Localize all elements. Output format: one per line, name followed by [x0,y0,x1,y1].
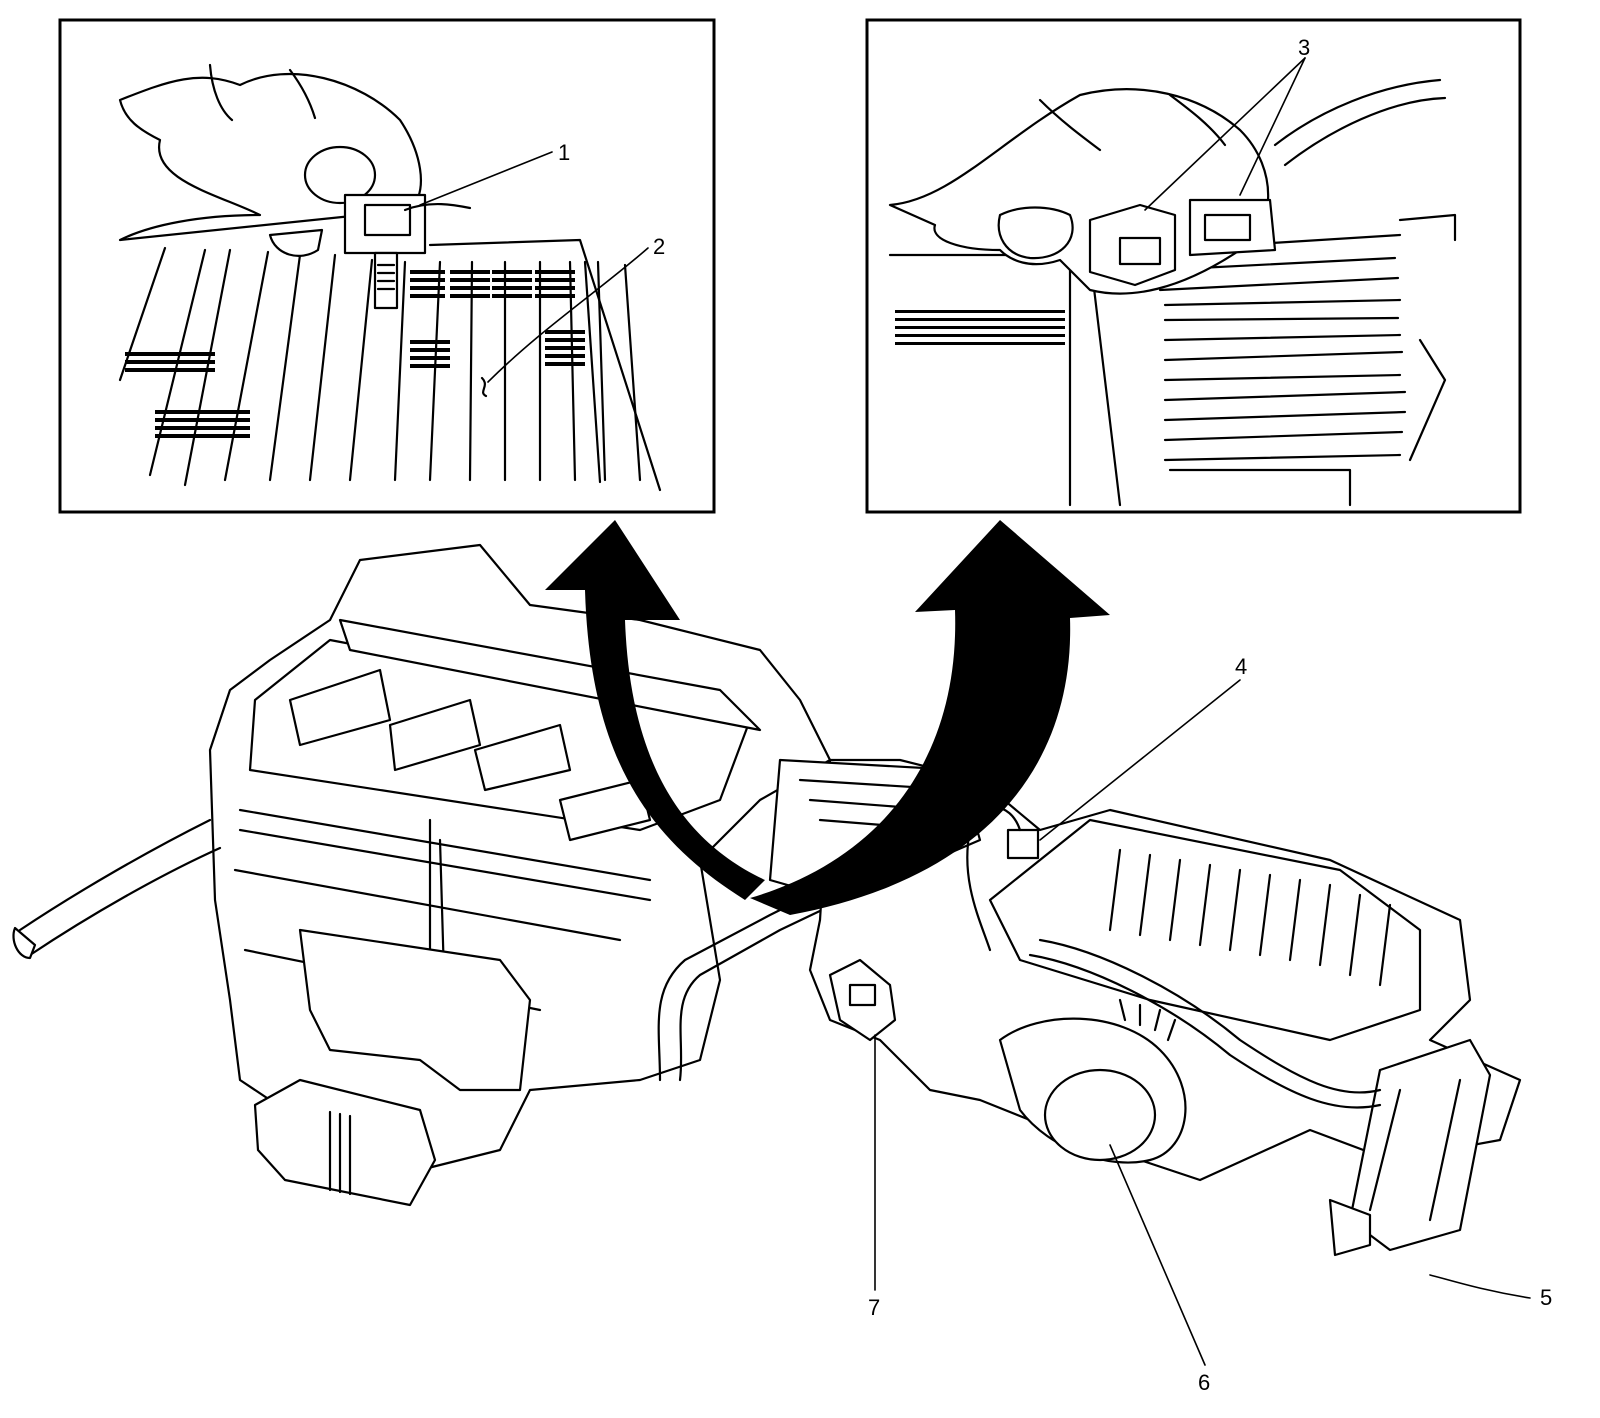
leader-line-1 [419,151,553,206]
leader-line-3a [1144,57,1306,211]
callout-2: 2 [653,234,665,259]
evaporator-core-detail [118,238,662,492]
callout-7: 7 [868,1295,880,1320]
callout-6: 6 [1198,1370,1210,1395]
callout-5: 5 [1540,1285,1552,1310]
heater-core-detail [888,213,1457,507]
right-inset: 3 [865,18,1522,514]
leader-line-5 [1429,1274,1531,1299]
leader-line-6 [1109,1144,1206,1366]
blower-motor [998,998,1187,1164]
hvac-module-assembly [12,543,1522,1257]
arrow-to-left-inset [545,520,765,900]
wire-harness-hose [1273,78,1447,167]
left-inset: 1 2 [58,18,716,514]
blower-inlet-frame [1328,1038,1492,1257]
floor-duct-outlet [298,928,532,1092]
leader-line-4 [1039,679,1241,841]
temperature-sensor-clip [343,193,472,310]
actuator-connector [828,958,897,1042]
leader-line-3b [1239,57,1306,196]
refrigerant-pipe [657,848,912,1082]
leader-line-2 [487,247,649,383]
arrow-to-right-inset [750,520,1110,915]
electrical-connector-pair [1088,198,1277,287]
callout-1: 1 [558,140,570,165]
callout-3: 3 [1298,35,1310,60]
callout-4: 4 [1235,654,1247,679]
drain-hose [18,818,222,957]
